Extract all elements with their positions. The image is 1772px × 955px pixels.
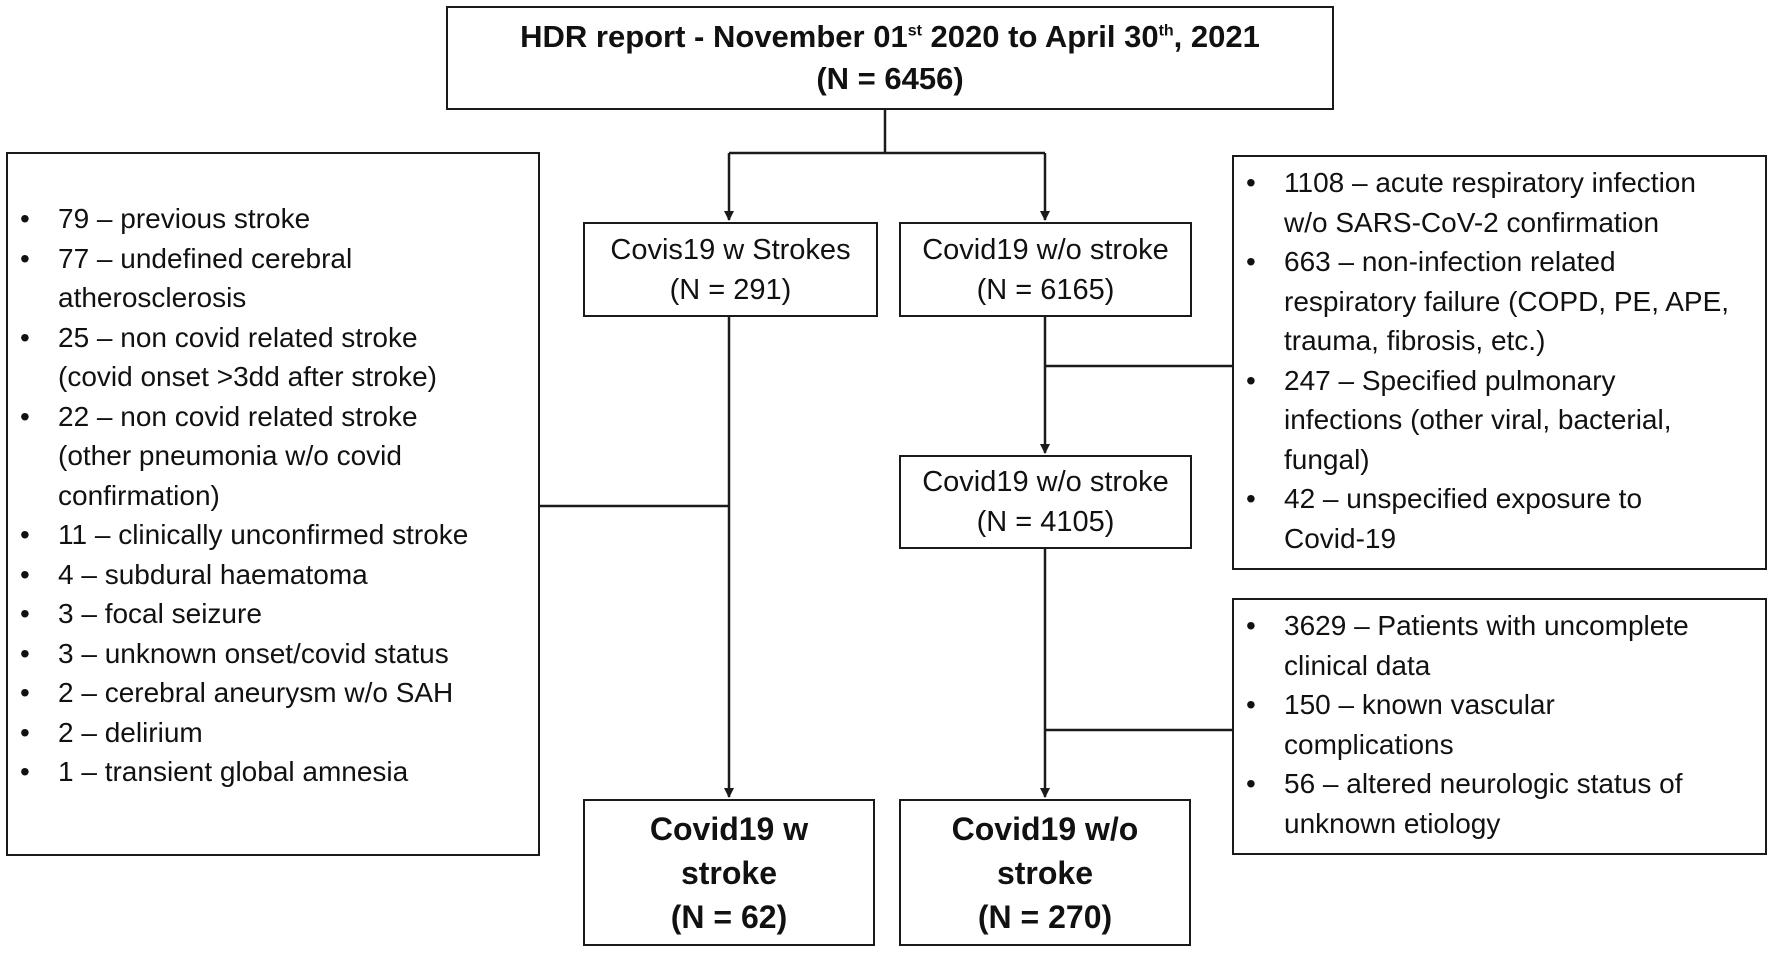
box-label: Covid19 w/o stroke — [922, 466, 1169, 498]
box-label-line-2: stroke — [996, 854, 1094, 891]
exclusion-item-line: 22 – non covid related stroke — [58, 400, 418, 432]
box-label-line-1: Covid19 w/o — [951, 810, 1139, 847]
hdr-report-title: HDR report - November 01st 2020 to April… — [520, 19, 1260, 54]
exclusion-item-line: 663 – non-infection related — [1284, 246, 1616, 277]
exclusion-item: 25 – non covid related stroke (covid onse… — [8, 318, 538, 397]
exclusion-item: 77 – undefined cerebral atherosclerosis — [8, 239, 538, 318]
covid-with-strokes-box: Covis19 w Strokes (N = 291) — [583, 222, 878, 317]
exclusion-item: 42 – unspecified exposure to Covid-19 — [1234, 479, 1765, 558]
final-covid-without-stroke-box: Covid19 w/o stroke (N = 270) — [899, 799, 1191, 946]
box-count: (N = 4105) — [976, 506, 1115, 538]
exclusion-item-line: 77 – undefined cerebral — [58, 242, 353, 274]
exclusion-item-line: 2 – cerebral aneurysm w/o SAH — [58, 677, 454, 708]
left-exclusions-list: 79 – previous stroke 77 – undefined cereb… — [8, 199, 538, 792]
right-bottom-exclusions-list: 3629 – Patients with uncomplete clinical … — [1234, 606, 1765, 843]
exclusion-item-line: 25 – non covid related stroke — [58, 321, 418, 353]
right-bottom-exclusions-box: 3629 – Patients with uncomplete clinical … — [1232, 598, 1767, 855]
exclusion-item-line: (covid onset >3dd after stroke) — [58, 361, 437, 392]
exclusion-item-line: Covid-19 — [1284, 522, 1397, 554]
exclusion-item: 3629 – Patients with uncomplete clinical … — [1234, 606, 1765, 685]
exclusion-item: 2 – delirium — [8, 713, 538, 753]
exclusion-item: 22 – non covid related stroke (other pneu… — [8, 397, 538, 516]
exclusion-item-line: 79 – previous stroke — [58, 203, 311, 234]
left-exclusions-box: 79 – previous stroke 77 – undefined cereb… — [6, 152, 540, 856]
exclusion-item: 2 – cerebral aneurysm w/o SAH — [8, 673, 538, 713]
exclusion-item: 11 – clinically unconfirmed stroke — [8, 515, 538, 555]
exclusion-item: 4 – subdural haematoma — [8, 555, 538, 595]
final-covid-with-stroke-box: Covid19 w stroke (N = 62) — [583, 799, 875, 946]
hdr-report-box: HDR report - November 01st 2020 to April… — [446, 6, 1334, 110]
exclusion-item-line: complications — [1284, 728, 1454, 760]
exclusion-item: 3 – focal seizure — [8, 594, 538, 634]
covid-without-stroke-box-2: Covid19 w/o stroke (N = 4105) — [899, 455, 1192, 549]
hdr-report-count: (N = 6456) — [816, 61, 964, 96]
exclusion-item-line: unknown etiology — [1284, 807, 1501, 839]
exclusion-item: 150 – known vascular complications — [1234, 685, 1765, 764]
right-top-exclusions-list: 1108 – acute respiratory infection w/o SA… — [1234, 163, 1765, 558]
exclusion-item-line: 4 – subdural haematoma — [58, 558, 368, 590]
box-count: (N = 291) — [669, 273, 792, 306]
exclusion-item: 247 – Specified pulmonary infections (oth… — [1234, 361, 1765, 480]
exclusion-item-line: trauma, fibrosis, etc.) — [1284, 325, 1546, 356]
exclusion-item: 3 – unknown onset/covid status — [8, 634, 538, 674]
covid-without-stroke-box-1: Covid19 w/o stroke (N = 6165) — [899, 222, 1192, 317]
exclusion-item-line: fungal) — [1284, 443, 1370, 475]
exclusion-item-line: 42 – unspecified exposure to — [1284, 483, 1643, 514]
exclusion-item-line: 3 – unknown onset/covid status — [58, 637, 449, 669]
exclusion-item-line: atherosclerosis — [58, 282, 247, 313]
box-label: Covis19 w Strokes — [610, 233, 851, 266]
exclusion-item-line: 11 – clinically unconfirmed stroke — [58, 519, 469, 550]
box-label-line-2: stroke — [680, 854, 778, 891]
exclusion-item-line: 1108 – acute respiratory infection — [1284, 167, 1696, 198]
box-label: Covid19 w/o stroke — [922, 233, 1169, 266]
exclusion-item: 79 – previous stroke — [8, 199, 538, 239]
exclusion-item-line: 150 – known vascular — [1284, 689, 1555, 720]
exclusion-item-line: 2 – delirium — [58, 716, 203, 748]
exclusion-item-line: w/o SARS-CoV-2 confirmation — [1284, 206, 1660, 238]
exclusion-item-line: 247 – Specified pulmonary — [1284, 364, 1616, 396]
exclusion-item-line: 3 – focal seizure — [58, 598, 262, 629]
exclusion-item: 663 – non-infection related respiratory f… — [1234, 242, 1765, 361]
exclusion-item-line: 3629 – Patients with uncomplete — [1284, 610, 1689, 641]
exclusion-item-line: infections (other viral, bacterial, — [1284, 404, 1672, 435]
right-top-exclusions-box: 1108 – acute respiratory infection w/o SA… — [1232, 155, 1767, 570]
exclusion-item: 1108 – acute respiratory infection w/o SA… — [1234, 163, 1765, 242]
exclusion-item-line: clinical data — [1284, 649, 1431, 681]
box-count: (N = 270) — [977, 898, 1113, 935]
exclusion-item-line: respiratory failure (COPD, PE, APE, — [1284, 285, 1730, 317]
exclusion-item: 1 – transient global amnesia — [8, 752, 538, 792]
box-count: (N = 62) — [670, 898, 788, 935]
exclusion-item-line: 56 – altered neurologic status of — [1284, 768, 1683, 799]
exclusion-item-line: confirmation) — [58, 479, 220, 511]
box-count: (N = 6165) — [976, 273, 1115, 306]
exclusion-item-line: (other pneumonia w/o covid — [58, 440, 402, 471]
exclusion-item: 56 – altered neurologic status of unknown… — [1234, 764, 1765, 843]
exclusion-item-line: 1 – transient global amnesia — [58, 756, 409, 787]
box-label-line-1: Covid19 w — [649, 810, 809, 847]
